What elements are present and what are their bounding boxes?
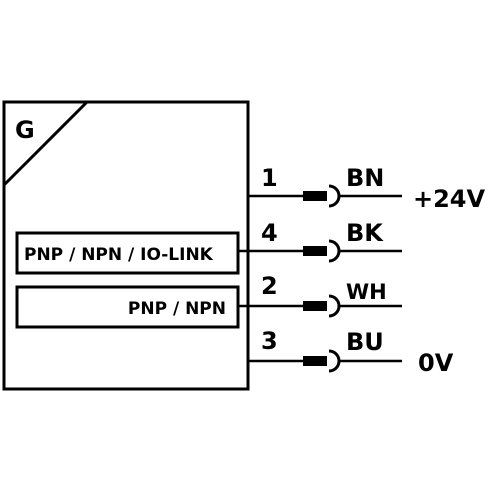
pin-1-signal: +24V: [413, 185, 486, 213]
module-pnp-npn: PNP / NPN: [15, 285, 240, 329]
sensor-housing: G: [2, 100, 250, 391]
pin-1-number: 1: [261, 164, 278, 192]
pin-2-connector-female-icon: [328, 294, 341, 318]
pin-3-color-code: BU: [346, 328, 384, 356]
pin-1-wire: 1 BN +24V: [248, 164, 486, 213]
pin-2-connector-male-icon: [303, 301, 327, 311]
housing-outline: [2, 100, 250, 391]
pin-3-number: 3: [261, 327, 278, 355]
pin-3-signal: 0V: [418, 349, 454, 377]
pin-4-number: 4: [261, 219, 278, 247]
pin-1-color-code: BN: [346, 164, 384, 192]
pin-4-connector-male-icon: [303, 246, 327, 256]
module-pnp-npn-box: [15, 285, 240, 329]
housing-label: G: [15, 116, 35, 144]
pin-3-wire: 3 BU 0V: [248, 327, 454, 377]
pin-2-number: 2: [261, 272, 278, 300]
housing-corner-diagonal: [2, 100, 89, 187]
pin-2-color-code: WH: [346, 280, 387, 304]
module-io-link: PNP / NPN / IO-LINK: [15, 231, 240, 275]
module-pnp-npn-label: PNP / NPN: [128, 299, 226, 319]
pin-3-connector-female-icon: [328, 349, 341, 373]
pin-4-connector-female-icon: [328, 239, 341, 263]
pin-1-connector-female-icon: [328, 184, 341, 208]
module-io-link-label: PNP / NPN / IO-LINK: [24, 245, 214, 265]
pin-4-wire: 4 BK: [238, 219, 402, 263]
pin-1-connector-male-icon: [303, 191, 327, 201]
pin-4-color-code: BK: [346, 219, 384, 247]
pin-3-connector-male-icon: [303, 356, 327, 366]
pin-2-wire: 2 WH: [238, 272, 402, 318]
module-io-link-box: [15, 231, 240, 275]
